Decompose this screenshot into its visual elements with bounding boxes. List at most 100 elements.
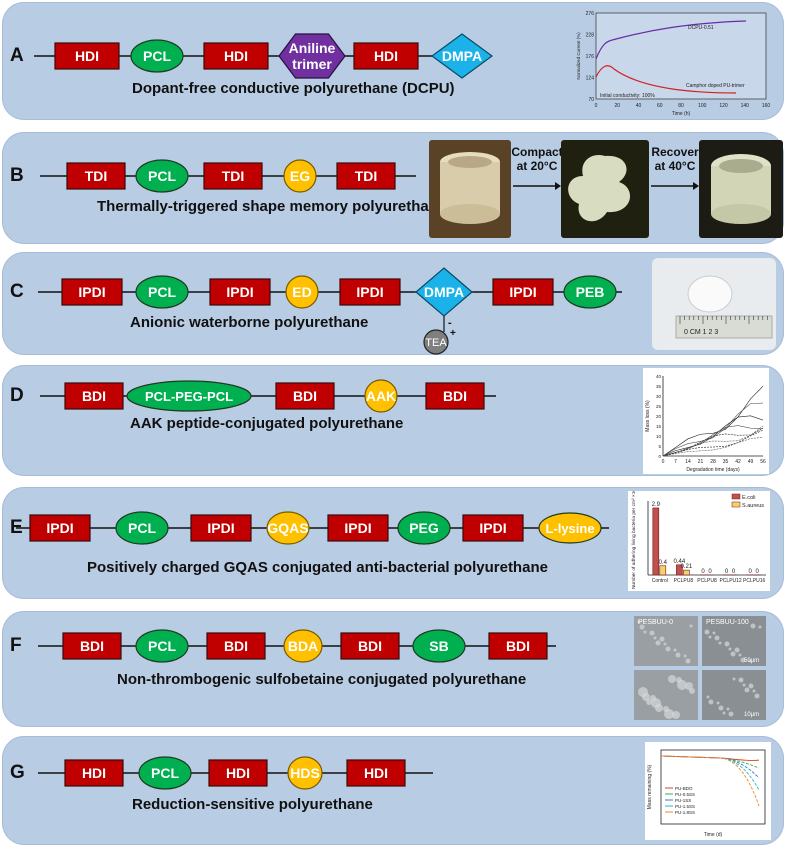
- peb-ellipse-node: PEB: [563, 275, 617, 309]
- category-label: PCLPU12: [719, 578, 741, 584]
- dcpu-curve: [595, 20, 747, 60]
- mass-remaining-chart: Time (d)Mass remaining (%)PU-BDOPU-0.5SS…: [645, 742, 771, 840]
- x-tick-label: 0: [595, 103, 598, 109]
- minus-sign: -: [448, 317, 452, 329]
- sem-tile: [702, 616, 766, 666]
- ed-circle-node: ED: [285, 275, 319, 309]
- pcl-ellipse-node: PCL: [130, 39, 184, 73]
- x-axis-label: Time (h): [672, 111, 691, 117]
- node-label: TDI: [85, 168, 108, 184]
- panel-caption: Reduction-sensitive polyurethane: [132, 796, 373, 813]
- pcl-ellipse-node: PCL: [135, 629, 189, 663]
- bdi-rect-node: BDI: [488, 632, 548, 660]
- legend-swatch: [731, 493, 741, 500]
- y-tick-label: 35: [656, 384, 662, 389]
- y-tick-label: 30: [656, 394, 662, 399]
- node-label: BDI: [358, 638, 382, 654]
- mass-loss-series: [662, 402, 764, 457]
- x-tick-label: 100: [698, 103, 707, 109]
- eg-circle-node: EG: [283, 159, 317, 193]
- bdi-rect-node: BDI: [206, 632, 266, 660]
- bar-value-label: 0: [708, 569, 712, 575]
- panel-letter: G: [10, 762, 25, 783]
- x-tick-label: 35: [723, 459, 729, 465]
- y-tick-label: 20: [656, 414, 662, 419]
- y-tick-label: 0: [658, 454, 661, 459]
- dmpa-diamond-node: DMPA: [430, 33, 494, 79]
- node-label: HDI: [364, 765, 388, 781]
- x-tick-label: 160: [762, 103, 770, 109]
- legend-swatch: [731, 501, 741, 508]
- x-tick-label: 49: [748, 459, 754, 465]
- mass-loss-series: [662, 385, 764, 457]
- y-tick-label: 5: [658, 444, 661, 449]
- y-tick-label: 10: [656, 434, 662, 439]
- pcl-peg-pcl-ellipse-node: PCL-PEG-PCL: [126, 380, 252, 412]
- node-label: BDI: [443, 388, 467, 404]
- pcl-ellipse-node: PCL: [138, 756, 192, 790]
- legend-label: PU-0.5SS: [675, 792, 695, 797]
- x-tick-label: 20: [614, 103, 620, 109]
- ruler-label: 0 CM 1 2 3: [684, 329, 718, 336]
- scale-bar-10: 10μm: [744, 712, 759, 718]
- category-label: PCLPU8: [674, 578, 694, 584]
- node-label: PCL: [148, 284, 176, 300]
- scale-bar-50: 50μm: [744, 658, 759, 664]
- antibacterial-bar-chart: Number of adhering living bacteria per c…: [628, 491, 770, 591]
- polymer-chain: HDI PCL HDI HDS HDI: [38, 756, 433, 790]
- bdi-rect-node: BDI: [62, 632, 122, 660]
- node-label: BDA: [288, 638, 318, 654]
- node-label: BDI: [224, 638, 248, 654]
- panel-letter: A: [10, 45, 24, 66]
- mass-loss-series: [662, 437, 764, 457]
- y-axis-label: Normalized Current (%): [576, 32, 581, 80]
- x-tick-label: 60: [657, 103, 663, 109]
- node-label: PEB: [576, 284, 605, 300]
- node-label: IPDI: [356, 284, 383, 300]
- bar-value-label: 0: [756, 569, 760, 575]
- category-label: PCLPU8: [697, 578, 717, 584]
- y-tick-label: 176: [586, 54, 595, 60]
- bar-s-aureus: [659, 565, 667, 576]
- x-tick-label: 28: [710, 459, 716, 465]
- ipdi-rect-node: IPDI: [327, 514, 389, 542]
- bar-value-label: 2.9: [652, 502, 661, 508]
- tdi-rect-node: TDI: [66, 162, 126, 190]
- aak-circle-node: AAK: [364, 379, 398, 413]
- node-label: IPDI: [226, 284, 253, 300]
- series-line: [660, 755, 760, 807]
- node-label: IPDI: [78, 284, 105, 300]
- bar-e-coli: [652, 507, 660, 576]
- panel-caption: Thermally-triggered shape memory polyure…: [97, 198, 447, 215]
- x-tick-label: 80: [678, 103, 684, 109]
- node-label: HDI: [226, 765, 250, 781]
- node-label: BDI: [80, 638, 104, 654]
- bar-value-label: 0: [732, 569, 736, 575]
- node-label: IPDI: [509, 284, 536, 300]
- node-label: IPDI: [207, 520, 234, 536]
- panel-letter: F: [10, 635, 22, 656]
- node-label: HDI: [75, 48, 99, 64]
- panel-caption: AAK peptide-conjugated polyurethane: [130, 415, 404, 432]
- pcl-ellipse-node: PCL: [115, 511, 169, 545]
- node-label: HDS: [290, 765, 320, 781]
- node-label: HDI: [82, 765, 106, 781]
- tdi-rect-node: TDI: [203, 162, 263, 190]
- hdi-rect-node: HDI: [346, 759, 406, 787]
- bdi-rect-node: BDI: [64, 382, 124, 410]
- initial-label: Initial conductivity: 100%: [600, 93, 655, 99]
- plot-area: [595, 12, 767, 100]
- node-label: PEG: [409, 520, 439, 536]
- node-label: DMPA: [424, 284, 464, 300]
- panel-caption: Positively charged GQAS conjugated anti-…: [87, 559, 548, 576]
- x-tick-label: 14: [685, 459, 691, 465]
